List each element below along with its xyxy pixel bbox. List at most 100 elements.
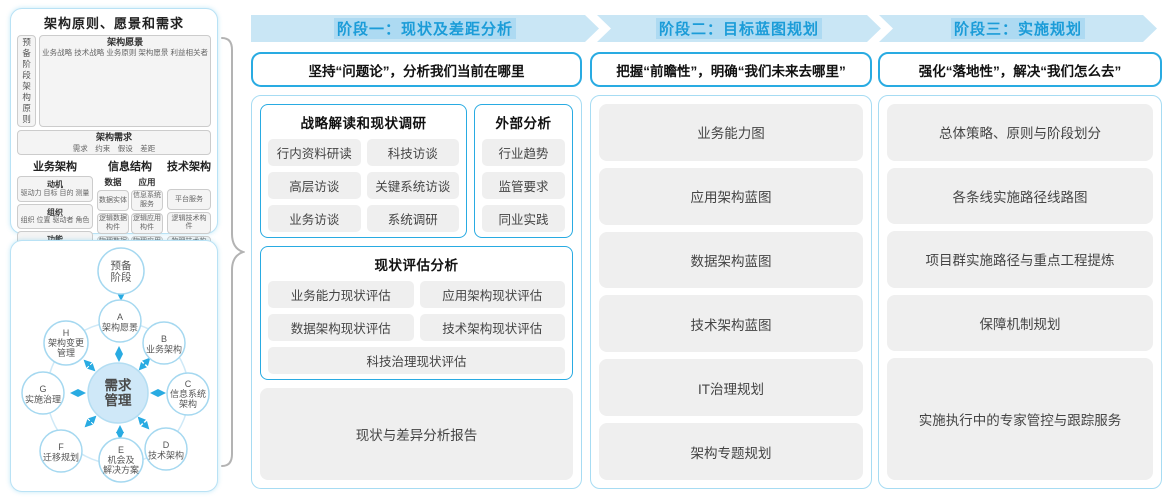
prep-vision-row: 预备阶段 架构原则 架构愿景 业务战略 技术战略 业务原则 架构愿景 利益相关者	[17, 35, 211, 128]
vision-items: 业务战略 技术战略 业务原则 架构愿景 利益相关者	[42, 48, 208, 58]
gap-analysis-report-box: 现状与差异分析报告	[260, 388, 573, 480]
info-structure-header: 信息结构	[108, 161, 152, 174]
phase2-item: IT治理规划	[599, 359, 863, 417]
prep-phase-box: 预备阶段 架构原则	[17, 35, 37, 128]
circle-a-vision	[98, 299, 142, 343]
requirements-title: 架构需求	[95, 132, 132, 143]
phase3-item: 总体策略、原则与阶段划分	[887, 104, 1153, 161]
strategy-item: 科技访谈	[366, 139, 459, 166]
logical-app-box: 逻辑应用构件	[131, 213, 163, 234]
center-b-arrow	[138, 357, 151, 371]
phase3-item: 各条线实施路径线路图	[887, 167, 1153, 225]
strategy-research-box: 战略解读和现状调研 行内资料研读 科技访谈 高层访谈 关键系统访谈 业务访谈 系…	[260, 104, 467, 238]
assessment-item: 应用架构现状评估	[419, 281, 565, 308]
organization-box: 组织 组织 位置 驱动者 角色	[17, 203, 93, 230]
strategy-item: 系统调研	[366, 205, 459, 232]
prep-circle-label: 预备阶段	[111, 259, 132, 284]
assessment-analysis-box: 现状评估分析 业务能力现状评估 应用架构现状评估 数据架构现状评估 技术架构现状…	[260, 246, 573, 380]
phase1-content-panel: 战略解读和现状调研 行内资料研读 科技访谈 高层访谈 关键系统访谈 业务访谈 系…	[251, 95, 582, 489]
business-arch-header: 业务架构	[33, 161, 77, 174]
circle-c-info-system	[166, 372, 210, 416]
logical-tech-box: 逻辑技术构件	[167, 212, 211, 234]
assessment-item: 业务能力现状评估	[268, 281, 414, 308]
phase3-content-panel: 总体策略、原则与阶段划分 各条线实施路径线路图 项目群实施路径与重点工程提炼 保…	[878, 95, 1162, 489]
motivation-box: 动机 驱动力 目标 目的 测量	[17, 176, 93, 202]
phase2-item: 技术架构蓝图	[599, 295, 863, 353]
strategy-item: 高层访谈	[268, 172, 361, 199]
external-item: 监管要求	[482, 172, 565, 199]
panel-title: 架构原则、愿景和需求	[43, 16, 184, 31]
requirements-management-label: 需求管理	[105, 377, 132, 408]
platform-service-box: 平台服务	[167, 189, 211, 211]
data-header: 数据	[104, 177, 122, 188]
assessment-item: 技术架构现状评估	[419, 314, 565, 341]
application-header: 应用	[138, 177, 156, 188]
assessment-item-full: 科技治理现状评估	[268, 347, 565, 374]
phase2-header-text: 阶段二：目标蓝图规划	[656, 18, 822, 39]
strategy-item: 行内资料研读	[268, 139, 361, 166]
prep-line1: 预备阶段	[22, 37, 31, 81]
external-item: 同业实践	[482, 205, 565, 232]
info-system-service-box: 信息系统服务	[131, 190, 163, 212]
phase2-item: 数据架构蓝图	[599, 231, 863, 289]
phase3-header-band: 阶段三：实施规划	[879, 15, 1157, 42]
assessment-title: 现状评估分析	[374, 258, 459, 273]
phase2-header-band: 阶段二：目标蓝图规划	[597, 15, 881, 42]
phase2-content-panel: 业务能力图 应用架构蓝图 数据架构蓝图 技术架构蓝图 IT治理规划 架构专题规划	[590, 95, 872, 489]
external-analysis-box: 外部分析 行业趋势 监管要求 同业实践	[474, 104, 573, 238]
phase3-header-text: 阶段三：实施规划	[951, 18, 1085, 39]
circle-f-migration	[39, 429, 83, 473]
phase2-item: 架构专题规划	[599, 423, 863, 480]
strategy-item: 业务访谈	[268, 205, 361, 232]
phase1-header-text: 阶段一：现状及差距分析	[334, 18, 516, 39]
architecture-principles-panel: 架构原则、愿景和需求 预备阶段 架构原则 架构愿景 业务战略 技术战略 业务原则…	[10, 8, 218, 298]
vision-title: 架构愿景	[107, 37, 144, 47]
circle-e-opportunities	[98, 437, 144, 483]
tech-spacer	[167, 176, 211, 187]
external-analysis-title: 外部分析	[495, 116, 552, 131]
prep-line2: 架构原则	[22, 81, 31, 125]
strategy-item: 关键系统访谈	[366, 172, 459, 199]
phase3-subtitle: 强化“落地性”，解决“我们怎么去”	[878, 52, 1162, 87]
phase1-header-band: 阶段一：现状及差距分析	[251, 15, 599, 42]
strategy-research-title: 战略解读和现状调研	[300, 116, 427, 131]
requirements-items: 需求 约束 假设 差距	[72, 143, 156, 153]
phase3-item: 实施执行中的专家管控与跟踪服务	[887, 358, 1153, 480]
architecture-requirements-box: 架构需求 需求 约束 假设 差距	[17, 130, 211, 156]
phase2-subtitle: 把握“前瞻性”，明确“我们未来去哪里”	[590, 52, 872, 87]
architecture-vision-box: 架构愿景 业务战略 技术战略 业务原则 架构愿景 利益相关者	[39, 35, 211, 128]
logical-data-box: 逻辑数据构件	[97, 213, 129, 234]
data-entity-box: 数据实体	[97, 190, 129, 212]
curly-brace	[221, 37, 245, 467]
circle-h-change	[43, 320, 89, 366]
phase2-item: 业务能力图	[599, 104, 863, 161]
assessment-grid: 业务能力现状评估 应用架构现状评估 数据架构现状评估 技术架构现状评估	[268, 281, 565, 341]
prep-phase-circle	[97, 247, 145, 295]
phase3-item: 项目群实施路径与重点工程提炼	[887, 231, 1153, 288]
requirements-management-circle	[87, 362, 149, 424]
circle-b-business	[142, 321, 186, 365]
assessment-item: 数据架构现状评估	[268, 314, 414, 341]
tech-arch-header: 技术架构	[167, 161, 211, 174]
center-f-arrow	[84, 415, 97, 428]
phase3-item: 保障机制规划	[887, 294, 1153, 352]
external-items: 行业趋势 监管要求 同业实践	[482, 139, 565, 232]
phase1-top-row: 战略解读和现状调研 行内资料研读 科技访谈 高层访谈 关键系统访谈 业务访谈 系…	[260, 104, 573, 238]
circle-g-governance	[21, 371, 65, 415]
phase2-item: 应用架构蓝图	[599, 167, 863, 225]
center-d-arrow	[137, 416, 150, 430]
center-h-arrow	[83, 359, 96, 372]
external-item: 行业趋势	[482, 139, 565, 166]
circle-d-tech	[144, 427, 188, 471]
